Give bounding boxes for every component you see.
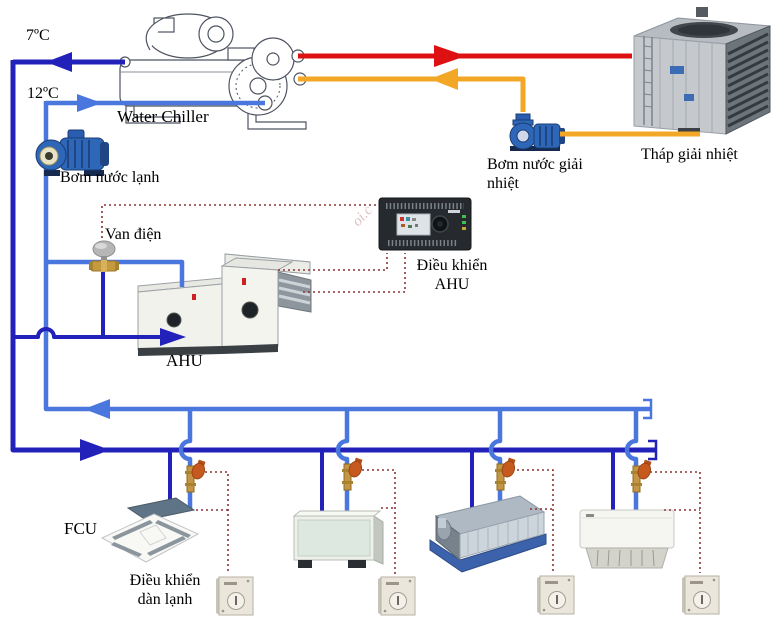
return-temp-label: 12ºC — [27, 85, 59, 102]
ahu-sensor-wire-1 — [278, 253, 388, 271]
ahu-controller-label: Điều khiển AHU — [416, 257, 488, 294]
return-flow-arrow — [84, 399, 110, 419]
ahu-supply-branch — [13, 327, 160, 339]
chilled-supply-pipe — [10, 60, 655, 453]
supply-endcap — [648, 439, 658, 461]
ahu-sensor-wire-2 — [303, 253, 406, 293]
return-endcap — [643, 398, 653, 420]
ahu-graphic — [137, 253, 312, 356]
supply-flow-arrow — [80, 439, 110, 461]
fcu-ceiling-graphic — [579, 509, 675, 569]
thermostat-3 — [537, 575, 575, 615]
cooling-tower-graphic — [633, 7, 771, 136]
return-12c-arrow — [77, 94, 102, 112]
thermostat-2 — [378, 576, 416, 616]
supply-7c-arrow — [46, 52, 72, 72]
chiller-label: Water Chiller — [117, 107, 209, 126]
ahu-supply-arrow — [160, 328, 186, 346]
condenser-return-arrow — [430, 68, 458, 90]
valve-label: Van điện — [105, 226, 162, 243]
condenser-water-pump-graphic — [509, 113, 565, 151]
fcu-valve-2 — [342, 457, 363, 491]
fcu-cassette-graphic — [100, 497, 200, 563]
fcu-valve-4 — [631, 459, 652, 493]
supply-temp-label: 7ºC — [26, 27, 50, 44]
chilled-return-pipe — [43, 101, 650, 412]
fcu-return-riser-2 — [335, 409, 350, 520]
fcu4-control-wire — [650, 471, 701, 573]
fcu-valve-1 — [185, 459, 206, 493]
pipes-under-layer — [10, 60, 658, 520]
cw-pump-label: Bơm nước giải nhiệt — [487, 156, 583, 193]
fcu-controller-label: Điều khiển dàn lạnh — [129, 572, 201, 609]
thermostat-1 — [216, 576, 254, 616]
water-chiller-graphic — [119, 13, 307, 130]
fcu-return-riser-4 — [624, 409, 639, 520]
fcu-return-riser-3 — [488, 409, 503, 515]
valve-control-wire — [101, 204, 378, 243]
fcu-return-riser-1 — [178, 409, 193, 510]
condenser-supply-arrow — [434, 45, 466, 67]
fcu-ducted-graphic — [429, 495, 547, 573]
fcu3-control-wire — [507, 469, 554, 573]
fcu1-control-wire — [205, 471, 229, 574]
equipment-layer — [35, 7, 771, 616]
fcu-floor-graphic — [292, 510, 384, 568]
motorized-valve-graphic — [89, 240, 119, 272]
ahu-controller-graphic — [378, 197, 472, 251]
valves-layer — [89, 240, 652, 493]
fcu-label: FCU — [64, 519, 98, 538]
thermostat-graphics — [216, 575, 720, 616]
condenser-return-pipe — [298, 76, 526, 112]
cooling-tower-label: Tháp giải nhiệt — [641, 146, 738, 163]
chilled-water-pump-graphic — [35, 129, 109, 176]
ahu-label: AHU — [166, 351, 203, 370]
thermostat-4 — [682, 575, 720, 615]
chw-pump-label: Bơm nước lạnh — [60, 169, 160, 186]
fcu-valve-3 — [495, 457, 516, 491]
